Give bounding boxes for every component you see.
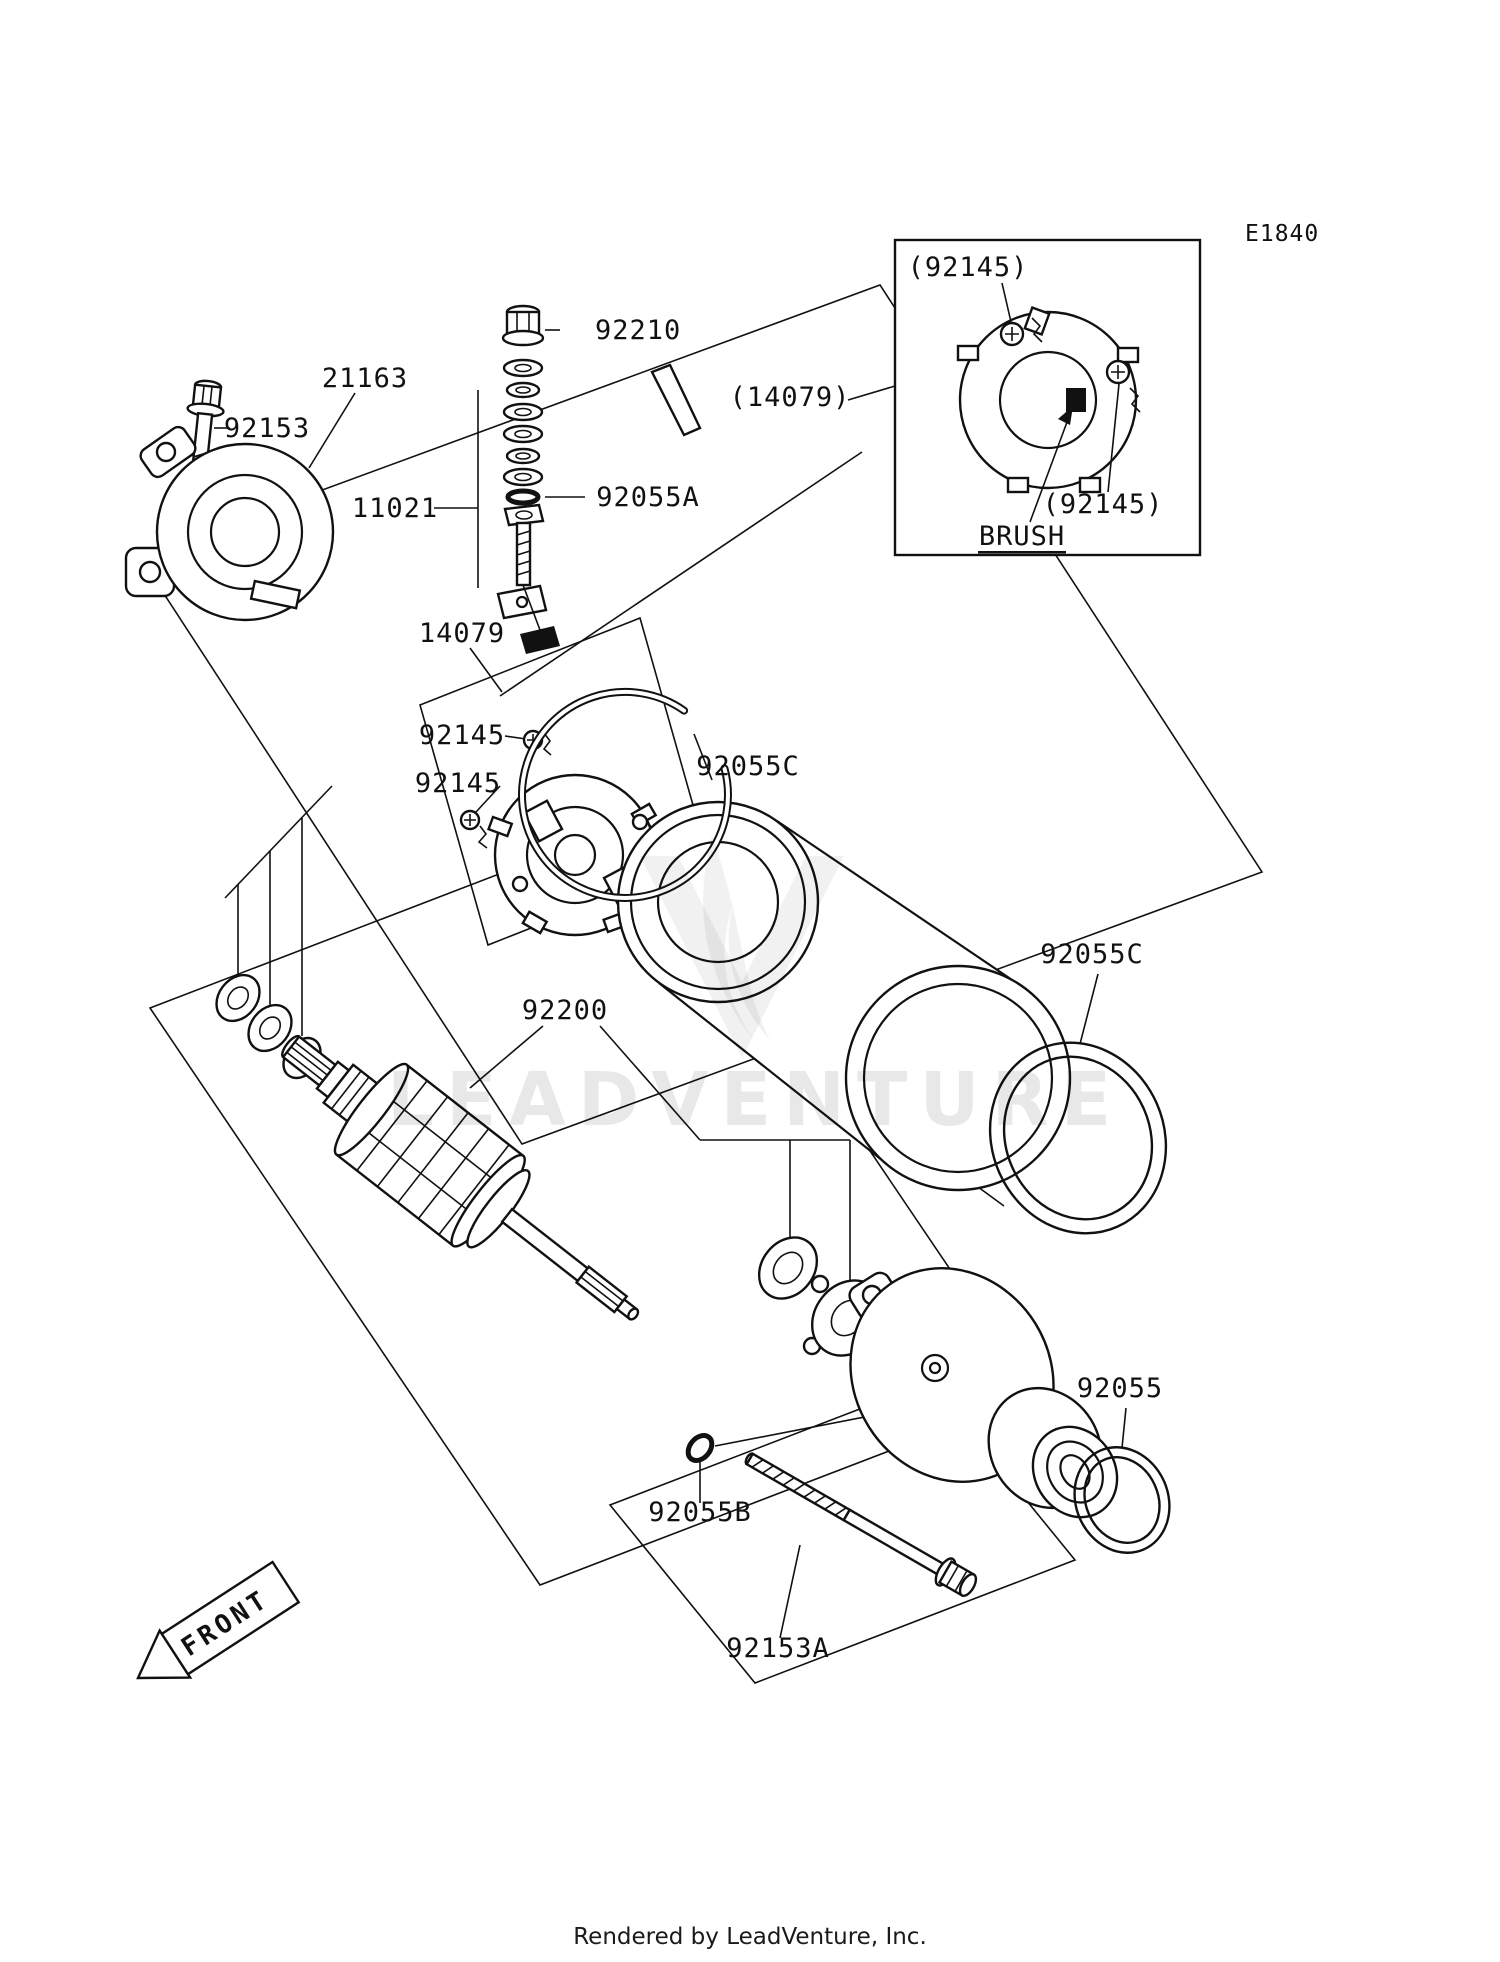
- oring-bolt-part: [685, 1432, 715, 1464]
- label-oring-terminal[interactable]: 92055A: [596, 482, 700, 513]
- thrust-washer-part: [757, 1236, 819, 1300]
- brush-screw-lower-part: [459, 809, 488, 849]
- drive-end-cover-part: [848, 1267, 1119, 1519]
- brush-underline: [978, 551, 1066, 554]
- diagram-code-label: E1840: [1245, 221, 1319, 247]
- inset-panel: [893, 238, 1202, 557]
- pointer-wedge: [650, 363, 702, 437]
- yoke-cylinder: [616, 800, 1072, 1192]
- oring-end-cover-part: [1073, 1446, 1171, 1554]
- label-terminal-nut[interactable]: 92210: [595, 315, 681, 346]
- label-brush-holder[interactable]: 14079: [419, 618, 505, 649]
- footer-credit: Rendered by LeadVenture, Inc.: [573, 1924, 927, 1950]
- label-oring-bolt[interactable]: 92055B: [648, 1497, 752, 1528]
- terminal-washer-stack: [496, 358, 560, 654]
- label-through-bolt[interactable]: 92153A: [726, 1633, 830, 1664]
- inset-brush-label: BRUSH: [979, 521, 1065, 552]
- label-oring-yoke-rear[interactable]: 92055C: [1040, 939, 1144, 970]
- inset-screw-bottom-label[interactable]: (92145): [1043, 489, 1164, 520]
- watermark-text: LEADVENTURE: [387, 1057, 1123, 1143]
- terminal-nut-part: [501, 304, 545, 347]
- oring-yoke-rear-part: [988, 1041, 1168, 1235]
- armature-part: [281, 1034, 640, 1321]
- part-labels: E1840 (92145) (92145) BRUSH (14079) 9221…: [224, 221, 1319, 1664]
- label-armature[interactable]: 92200: [522, 995, 608, 1026]
- brush-arrowhead: [1058, 406, 1073, 425]
- oring-terminal-part: [505, 488, 541, 506]
- oring-yoke-front-part: [517, 688, 732, 902]
- label-oring-yoke-front[interactable]: 92055C: [696, 751, 800, 782]
- label-end-cover-front[interactable]: 21163: [322, 363, 408, 394]
- end-cover-front-part: [124, 425, 335, 622]
- inset-ref-label[interactable]: (14079): [730, 382, 851, 413]
- leader-lines: [214, 329, 1127, 1639]
- watermark: LEADVENTURE: [387, 836, 1123, 1143]
- inset-screw-top-label[interactable]: (92145): [908, 252, 1029, 283]
- outline-boxes: [138, 284, 1264, 1684]
- label-brush-lower[interactable]: 92145: [415, 768, 501, 799]
- brush-highlight: [1066, 388, 1086, 412]
- label-bolt-front-cover[interactable]: 92153: [224, 413, 310, 444]
- label-oring-end-cover[interactable]: 92055: [1077, 1373, 1163, 1404]
- label-washer-set[interactable]: 11021: [352, 493, 438, 524]
- front-direction-arrow: FRONT: [136, 1560, 301, 1680]
- through-bolt-part: [744, 1452, 978, 1598]
- label-brush-upper[interactable]: 92145: [419, 720, 505, 751]
